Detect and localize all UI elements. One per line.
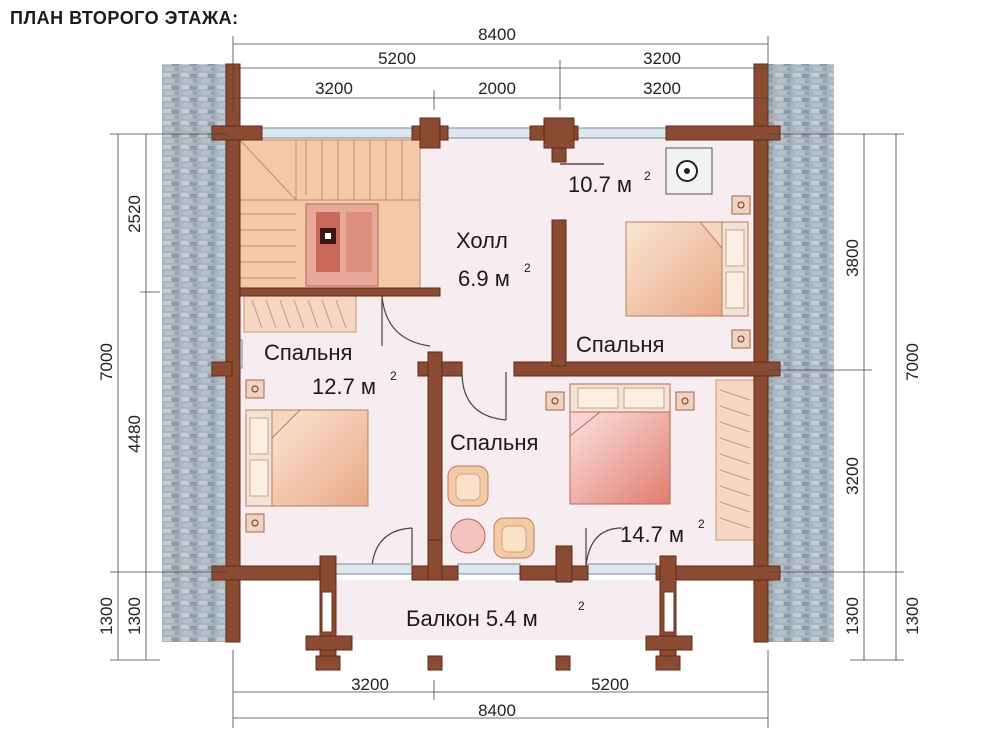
dim-right-balcony-outer: 1300 xyxy=(903,597,922,635)
round-table xyxy=(450,518,486,554)
room-hall-sup: 2 xyxy=(524,261,531,275)
dim-left-total: 7000 xyxy=(97,343,116,381)
room-bedroom-w-area: 12.7 м xyxy=(312,374,376,399)
dim-bottom-total: 8400 xyxy=(478,701,516,720)
dim-top-sub-2: 2000 xyxy=(478,79,516,98)
dim-left-balcony-inner: 1300 xyxy=(125,597,144,635)
log-walls xyxy=(211,63,781,671)
room-balcony-sup: 2 xyxy=(578,599,585,613)
armchairs xyxy=(447,465,535,559)
dim-top-right: 3200 xyxy=(643,49,681,68)
dim-left-upper: 2520 xyxy=(125,195,144,233)
dim-top-total: 8400 xyxy=(478,25,516,44)
dimension-lines xyxy=(110,36,904,728)
room-bedroom-ne-sup: 2 xyxy=(644,169,651,183)
dim-right-lower: 3200 xyxy=(843,457,862,495)
room-hall-name: Холл xyxy=(456,228,508,253)
dim-right-balcony-inner: 1300 xyxy=(843,597,862,635)
nightstands xyxy=(245,195,751,533)
room-bedroom-w-name: Спальня xyxy=(264,340,352,365)
wardrobe-left xyxy=(243,295,357,333)
stone-wall-right xyxy=(768,64,834,642)
dim-bottom-left: 3200 xyxy=(351,675,389,694)
dim-left-balcony-outer: 1300 xyxy=(97,597,116,635)
plan-title: ПЛАН ВТОРОГО ЭТАЖА: xyxy=(10,8,239,28)
room-bedroom-w-sup: 2 xyxy=(390,369,397,383)
bed-north-east xyxy=(625,221,749,317)
room-bedroom-c-name: Спальня xyxy=(450,430,538,455)
dim-right-total: 7000 xyxy=(903,343,922,381)
room-hall-area: 6.9 м xyxy=(458,266,510,291)
room-bedroom-c-area: 14.7 м xyxy=(620,522,684,547)
dim-bottom-right: 5200 xyxy=(591,675,629,694)
dim-left-lower: 4480 xyxy=(125,415,144,453)
dim-top-sub-3: 3200 xyxy=(643,79,681,98)
wardrobe-right xyxy=(715,379,755,541)
bed-center xyxy=(569,383,671,505)
dim-top-sub-1: 3200 xyxy=(315,79,353,98)
room-balcony-label: Балкон 5.4 м xyxy=(406,606,538,631)
dim-right-upper: 3800 xyxy=(843,239,862,277)
doors xyxy=(371,163,623,567)
room-bedroom-ne-area: 10.7 м xyxy=(568,172,632,197)
room-bedroom-ne-name: Спальня xyxy=(576,332,664,357)
stove xyxy=(305,203,379,287)
stone-wall-left xyxy=(162,64,234,642)
bed-west xyxy=(245,409,369,507)
room-bedroom-c-sup: 2 xyxy=(698,517,705,531)
balcony-rails xyxy=(321,591,675,633)
washbasin xyxy=(665,147,713,195)
floor-balcony xyxy=(330,580,660,640)
dim-top-left: 5200 xyxy=(378,49,416,68)
